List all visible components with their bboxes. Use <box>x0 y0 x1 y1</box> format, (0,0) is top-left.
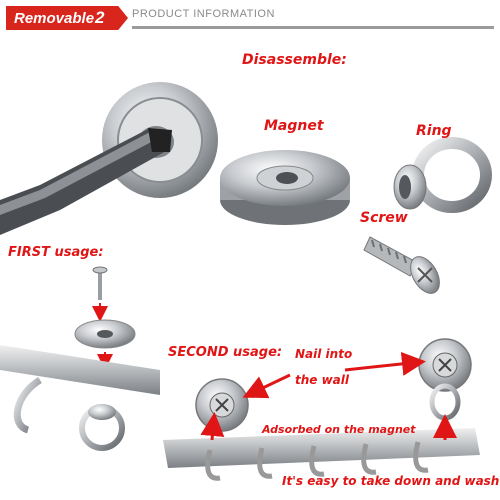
product-info-header: Removable2 PRODUCT INFORMATION <box>0 0 500 30</box>
first-usage-diagram <box>0 266 160 451</box>
second-usage-label: SECOND usage: <box>168 345 283 360</box>
header-title: PRODUCT INFORMATION <box>132 8 275 20</box>
disassemble-label: Disassemble: <box>242 52 347 68</box>
magnet-photo <box>220 150 350 225</box>
screw-label: Screw <box>360 210 408 226</box>
adsorbed-label: Adsorbed on the magnet <box>262 423 416 436</box>
magnet-label: Magnet <box>264 118 324 134</box>
screwdriver-assembly-photo <box>0 82 218 235</box>
screw-photo <box>363 236 440 294</box>
ring-photo <box>393 137 492 213</box>
badge-text: Removable <box>14 10 95 27</box>
nail-label-line2: the wall <box>295 373 350 387</box>
easy-wash-label: It's easy to take down and wash !! <box>282 474 500 488</box>
first-usage-label: FIRST usage: <box>8 245 104 260</box>
removable-badge: Removable2 <box>6 6 128 30</box>
ring-label: Ring <box>416 123 452 139</box>
second-usage-diagram <box>163 338 480 481</box>
nail-label-line1: Nail into <box>295 347 353 361</box>
badge-number: 2 <box>95 8 105 27</box>
header-divider <box>132 26 494 29</box>
